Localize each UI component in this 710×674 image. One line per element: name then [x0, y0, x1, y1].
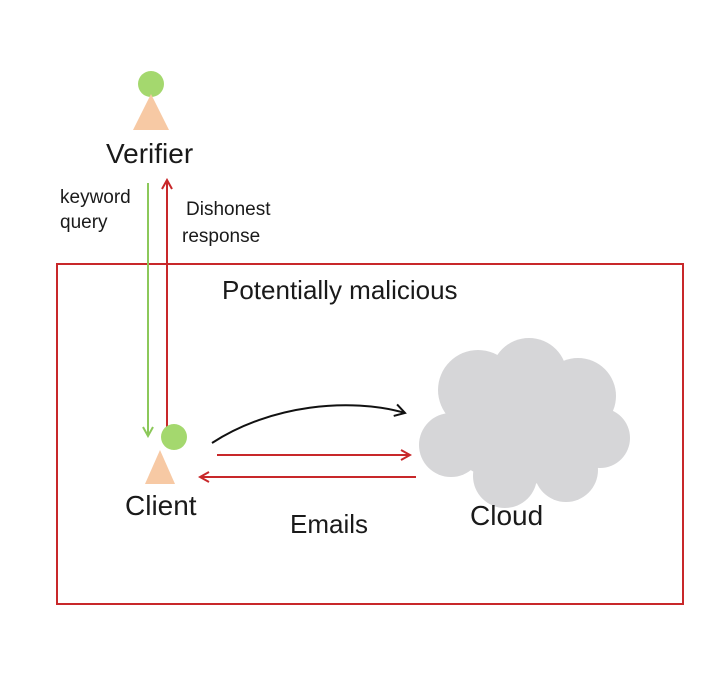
- verifier-person-icon: [133, 71, 169, 130]
- client-body: [145, 450, 175, 484]
- malicious-region-box: [56, 263, 684, 605]
- verifier-head: [138, 71, 164, 97]
- keyword-query-label-line2: query: [60, 212, 108, 233]
- client-to-cloud-curved-arrow: [211, 403, 407, 444]
- client-person-icon: [145, 424, 187, 484]
- cloud-icon: [419, 338, 630, 508]
- client-head: [161, 424, 187, 450]
- verifier-label: Verifier: [106, 138, 193, 169]
- dishonest-response-label-line2: response: [182, 226, 260, 247]
- verifier-body: [133, 94, 169, 130]
- emails-label: Emails: [290, 509, 368, 539]
- keyword-query-label-line1: keyword: [60, 187, 131, 208]
- malicious-region-label: Potentially malicious: [222, 275, 458, 305]
- client-label: Client: [125, 490, 197, 521]
- cloud-label: Cloud: [470, 500, 543, 531]
- dishonest-response-label-line1: Dishonest: [186, 199, 271, 220]
